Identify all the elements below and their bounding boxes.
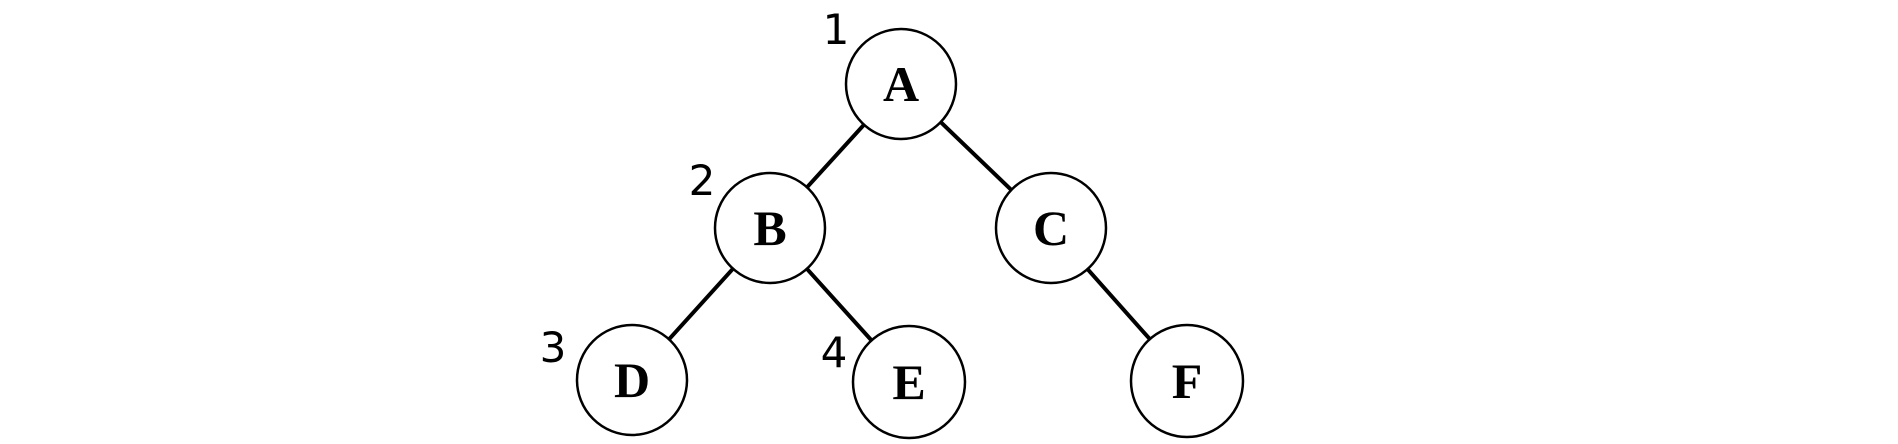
node-F-label: F (1172, 353, 1203, 409)
order-label-4: 4 (821, 328, 848, 377)
node-A-circle (844, 27, 958, 141)
node-E-label: E (892, 354, 925, 410)
node-B-label: B (753, 200, 786, 256)
edge-B-D (667, 267, 735, 341)
node-F-circle (1129, 323, 1245, 439)
node-C-circle (994, 171, 1108, 285)
order-label-2: 2 (689, 156, 716, 205)
node-A-label: A (883, 56, 919, 112)
node-D-circle (575, 323, 689, 437)
order-label-3: 3 (540, 323, 567, 372)
order-label-1: 1 (823, 5, 850, 54)
edge-A-C (939, 120, 1013, 192)
edge-C-F (1086, 267, 1152, 341)
edge-B-E (805, 267, 873, 342)
node-E-circle (851, 324, 967, 440)
edge-A-B (805, 123, 866, 189)
node-D-label: D (614, 352, 650, 408)
node-B-circle (713, 171, 827, 285)
node-C-label: C (1033, 200, 1069, 256)
